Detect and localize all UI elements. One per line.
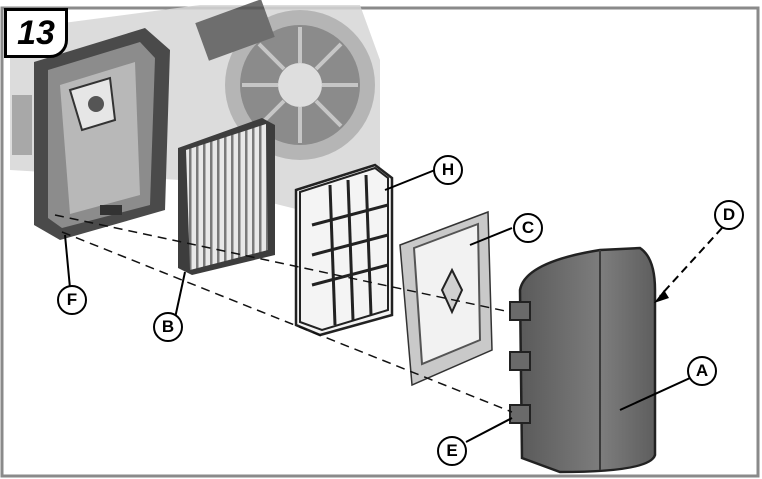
callout-h: H (433, 155, 463, 185)
step-number-badge: 13 (4, 8, 68, 58)
callout-b: B (153, 312, 183, 342)
callout-f: F (57, 285, 87, 315)
pleated-paper-filter (178, 118, 275, 275)
figure-frame (0, 6, 760, 478)
foam-pre-cleaner (399, 210, 493, 387)
callout-c: C (513, 213, 543, 243)
cover-tab-upper (509, 301, 531, 321)
cover-tab-middle (509, 351, 531, 371)
air-filter-cover (509, 246, 657, 474)
cover-tab-lower (509, 404, 531, 424)
filter-base-housing (34, 28, 170, 240)
callout-a: A (687, 356, 717, 386)
callout-d: D (714, 200, 744, 230)
leader-lines (64, 169, 723, 443)
callout-e: E (437, 436, 467, 466)
pre-filter-grid (294, 163, 394, 337)
alignment-lines (54, 214, 513, 413)
